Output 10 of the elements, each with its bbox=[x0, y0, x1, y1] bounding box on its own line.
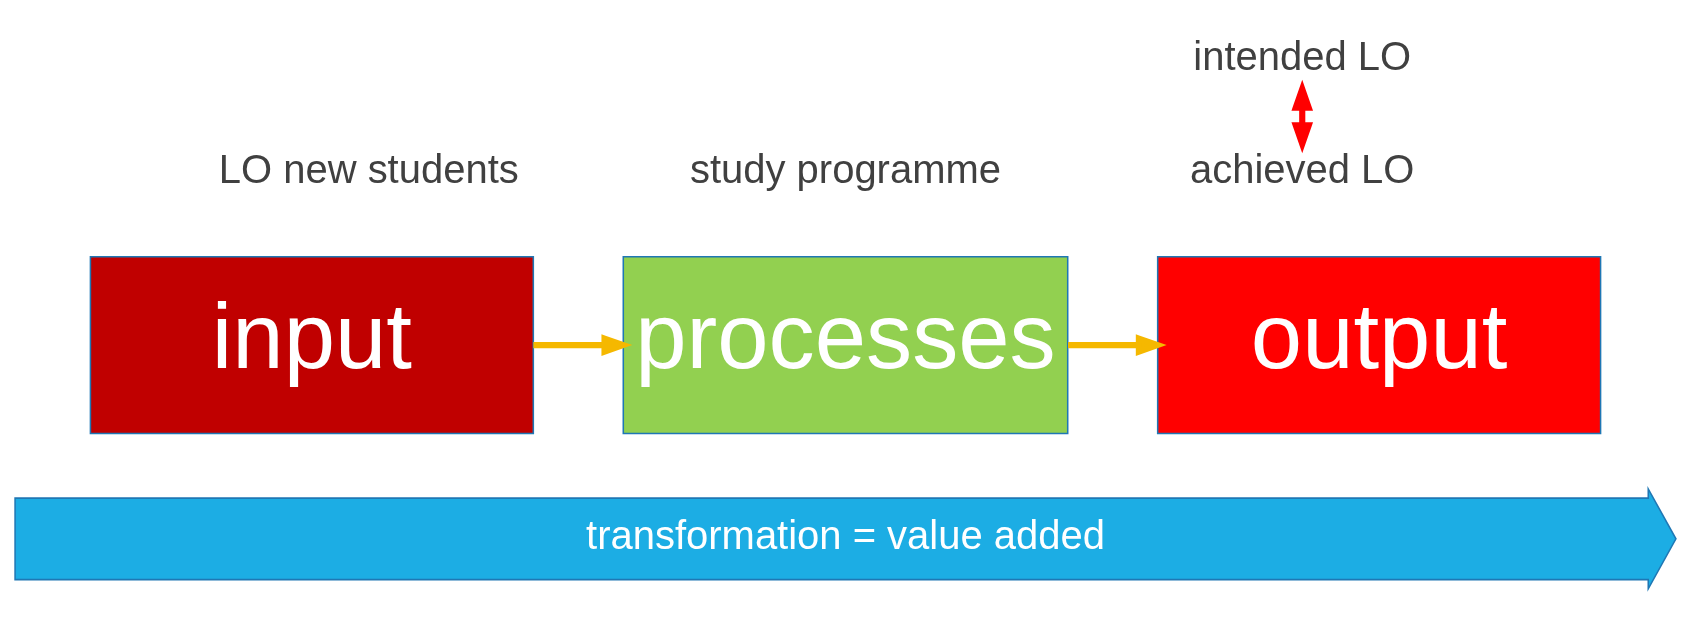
arrow bbox=[533, 333, 633, 356]
node-text: intended LO bbox=[1193, 33, 1412, 78]
label: LO new students bbox=[218, 146, 519, 191]
node-box: output bbox=[1156, 255, 1602, 434]
arrow bbox=[1068, 333, 1167, 356]
node-box: processes bbox=[622, 255, 1069, 434]
arrow bbox=[1291, 79, 1314, 153]
node-text: achieved LO bbox=[1190, 146, 1415, 191]
node-box: input bbox=[89, 255, 535, 434]
label: study programme bbox=[690, 146, 1001, 191]
